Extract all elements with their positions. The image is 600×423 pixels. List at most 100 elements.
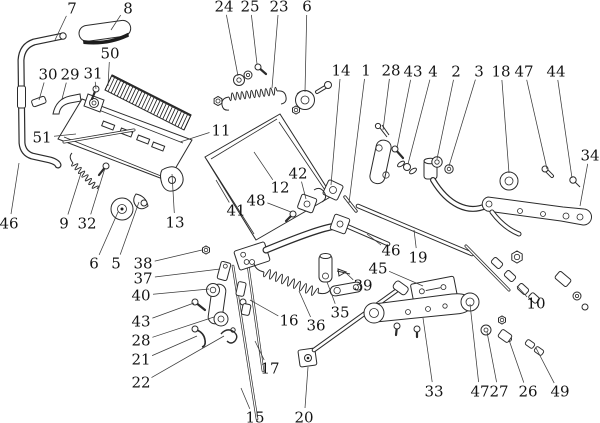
- part-label-15: 15: [245, 408, 264, 423]
- spacer-cylinder: [524, 339, 536, 349]
- handle-sleeve: [17, 85, 26, 109]
- leader-51: [53, 133, 77, 137]
- springs: [71, 86, 319, 296]
- part-label-9: 9: [59, 214, 69, 232]
- bolt-head: [254, 63, 262, 71]
- part-label-13: 13: [165, 213, 184, 231]
- drag-link-band: [233, 213, 351, 271]
- leader-5: [119, 201, 140, 255]
- leader-29: [61, 82, 67, 100]
- leader-26: [508, 339, 525, 383]
- part-label-12: 12: [270, 178, 289, 196]
- lift-arm-34: [481, 196, 592, 237]
- leader-28: [382, 78, 390, 131]
- leader-2: [436, 79, 454, 160]
- part-label-34: 34: [580, 146, 599, 164]
- clip-39: [336, 268, 351, 277]
- part-label-26: 26: [518, 382, 537, 400]
- part-label-27: 27: [489, 382, 508, 400]
- coil-spring: [263, 269, 319, 296]
- leader-19: [413, 229, 417, 249]
- part-label-45: 45: [368, 259, 387, 277]
- leader-44: [557, 79, 573, 179]
- part-label-2: 2: [451, 62, 461, 80]
- cotter-pin-21: [191, 325, 206, 348]
- leader-28: [152, 316, 215, 338]
- part-label-11: 11: [211, 121, 230, 139]
- leader-10: [516, 285, 528, 298]
- leader-37: [154, 268, 221, 278]
- leader-9: [67, 172, 82, 215]
- part-label-35: 35: [330, 303, 349, 321]
- leader-49: [535, 347, 555, 384]
- spacer-cylinder: [497, 329, 513, 343]
- part-label-46: 46: [381, 241, 400, 259]
- leader-18: [501, 79, 510, 174]
- part-label-18: 18: [491, 62, 510, 80]
- roller-6-top: [295, 81, 332, 110]
- leader-16: [249, 299, 279, 317]
- hex-nut: [511, 250, 523, 264]
- leader-45: [388, 270, 424, 287]
- part-label-24: 24: [214, 0, 233, 15]
- handle-end-cap: [59, 32, 67, 40]
- band-clevis-right: [329, 213, 351, 235]
- vertical-link-40: [206, 283, 229, 327]
- bolt-head: [391, 145, 399, 153]
- bolt-head: [413, 325, 421, 333]
- part-label-49: 49: [550, 382, 569, 400]
- part-label-28: 28: [131, 331, 150, 349]
- hex-nut: [202, 245, 210, 255]
- spring-36-hooks: [253, 262, 331, 295]
- washer: [572, 291, 582, 301]
- part-label-29: 29: [60, 65, 79, 83]
- part-label-21: 21: [131, 350, 150, 368]
- coupler-37: [216, 260, 232, 282]
- part-label-39: 39: [353, 276, 372, 294]
- part-label-28: 28: [381, 61, 400, 79]
- spring-23-hooks: [221, 90, 287, 111]
- part-label-44: 44: [546, 62, 565, 80]
- cone-bolt-47: [541, 165, 554, 178]
- washer: [444, 164, 454, 174]
- leader-50: [107, 61, 110, 87]
- leader-46: [10, 162, 20, 215]
- leader-15: [240, 387, 251, 410]
- bolt-head: [289, 210, 297, 218]
- leader-27: [486, 331, 497, 383]
- part-label-23: 23: [269, 0, 288, 15]
- leader-32: [90, 167, 106, 215]
- leader-43: [396, 79, 411, 149]
- hairpin-clip-22: [220, 327, 238, 344]
- spacer-cylinder: [516, 283, 530, 295]
- part-label-3: 3: [474, 62, 484, 80]
- lower-arm-33: [329, 281, 480, 324]
- part-label-48: 48: [246, 191, 265, 209]
- part-label-50: 50: [100, 44, 119, 62]
- leader-6: [304, 14, 308, 93]
- couplers-16: [235, 259, 255, 316]
- leader-23: [271, 14, 279, 89]
- bolt-head: [102, 162, 110, 170]
- part-label-19: 19: [408, 248, 427, 266]
- part-label-47: 47: [470, 382, 489, 400]
- leader-20: [304, 366, 309, 409]
- arm-roller-right-47: [460, 292, 480, 312]
- standoff-and-clip: [318, 253, 351, 283]
- part-label-37: 37: [133, 269, 152, 287]
- lower-left-link-group: [191, 260, 238, 348]
- leader-4: [407, 79, 431, 165]
- leader-12: [253, 151, 274, 181]
- part-label-4: 4: [428, 62, 438, 80]
- washer: [233, 74, 245, 86]
- washer: [431, 156, 443, 168]
- spacer-cylinder: [490, 257, 504, 269]
- part-label-43: 43: [131, 312, 150, 330]
- brush-strip: [104, 74, 192, 131]
- washer: [243, 70, 253, 80]
- part-label-41: 41: [226, 201, 245, 219]
- bolt-head: [191, 298, 199, 306]
- small-link-bar: [329, 281, 363, 297]
